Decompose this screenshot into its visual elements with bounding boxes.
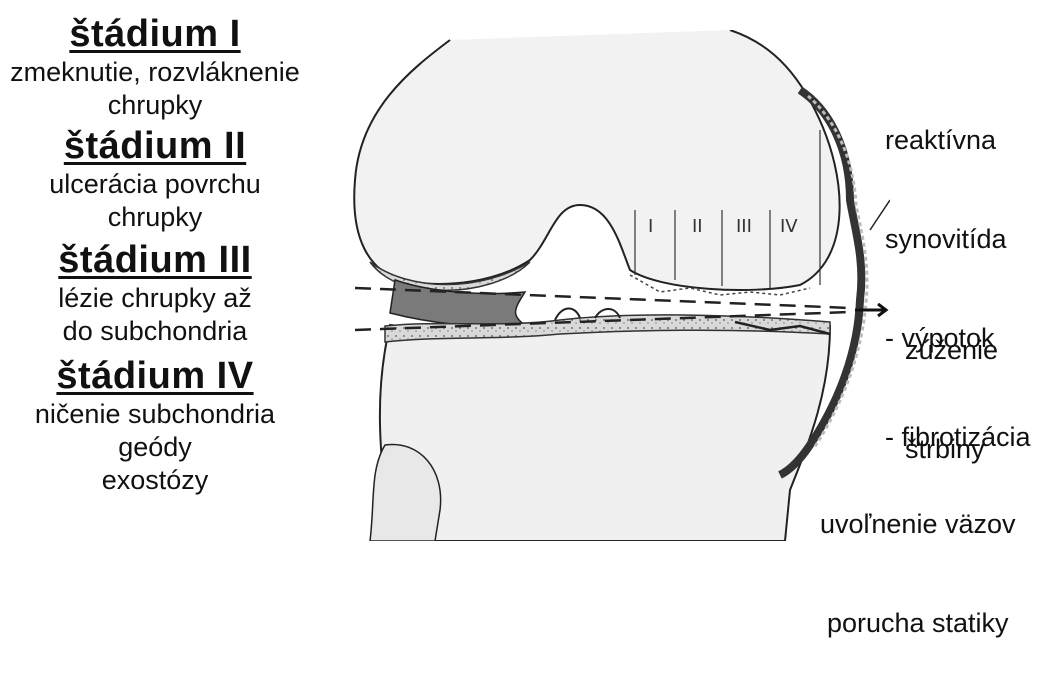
ligaments-line-2: porucha statiky — [820, 607, 1016, 640]
ligament-laxity-label: uvoľnenie väzov porucha statiky — [820, 442, 1016, 673]
stage-4-title: štádium IV — [0, 354, 310, 398]
stage-3-desc-line-1: lézie chrupky až — [0, 282, 310, 315]
stage-2-desc-line-1: ulcerácia povrchu — [0, 168, 310, 201]
narrowing-line-1: zúženie — [905, 334, 998, 367]
stage-3: štádium III lézie chrupky až do subchond… — [0, 238, 310, 348]
stage-2: štádium II ulcerácia povrchu chrupky — [0, 124, 310, 234]
stage-1-desc-line-2: chrupky — [0, 89, 310, 122]
stage-1: štádium I zmeknutie, rozvláknenie chrupk… — [0, 12, 310, 122]
stage-1-desc-line-1: zmeknutie, rozvláknenie — [0, 56, 310, 89]
femur-bone — [354, 30, 839, 290]
stage-3-title: štádium III — [0, 238, 310, 282]
stage-3-desc-line-2: do subchondria — [0, 315, 310, 348]
zone-label-4: IV — [780, 216, 798, 237]
synovitis-line-1: reaktívna — [885, 124, 1031, 157]
zone-label-2: II — [692, 216, 703, 237]
stage-4-desc-line-1: ničenie subchondria — [0, 398, 310, 431]
stage-4: štádium IV ničenie subchondria geódy exo… — [0, 354, 310, 497]
stage-1-title: štádium I — [0, 12, 310, 56]
synovitis-line-2: synovitída — [885, 223, 1031, 256]
stage-4-desc-line-2: geódy — [0, 431, 310, 464]
stage-4-desc-line-3: exostózy — [0, 464, 310, 497]
knee-joint-illustration: I II III IV — [330, 30, 890, 541]
ligaments-line-1: uvoľnenie väzov — [820, 508, 1016, 541]
tibia-bone — [380, 317, 830, 541]
stage-2-desc-line-2: chrupky — [0, 201, 310, 234]
zone-label-1: I — [648, 216, 653, 237]
stage-2-title: štádium II — [0, 124, 310, 168]
stage-list: štádium I zmeknutie, rozvláknenie chrupk… — [0, 12, 310, 497]
zone-label-3: III — [736, 216, 752, 237]
